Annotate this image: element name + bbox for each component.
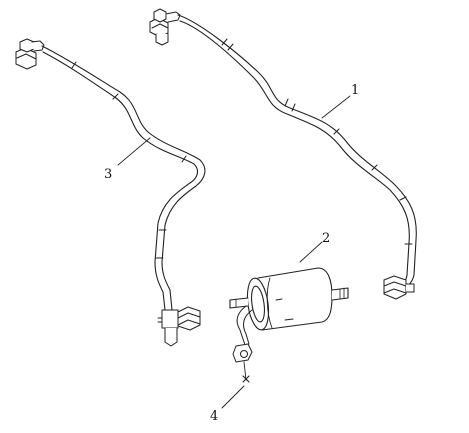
fuel-filter-body: [257, 267, 333, 331]
callout-3-label: 3: [104, 167, 112, 182]
fuel-line-3: [15, 38, 206, 347]
fuel-filter-2: [229, 241, 349, 351]
fuel-line-3-bottom-connector: [157, 306, 201, 347]
callout-4-leader: [221, 385, 245, 409]
callout-1-label: 1: [351, 83, 359, 98]
fuel-filter-bracket: [236, 305, 247, 351]
ground-terminal-4: [221, 343, 253, 409]
fuel-line-1: [149, 8, 417, 300]
callout-1-leader: [321, 95, 351, 119]
fuel-line-1-top-connector: [149, 8, 181, 46]
callout-2-leader: [299, 241, 323, 263]
callout-3-leader: [117, 137, 151, 166]
fuel-line-1-bottom-connector: [383, 275, 415, 300]
fuel-line-3-tube: [41, 45, 206, 311]
fuel-line-1-tube: [177, 14, 417, 289]
callout-4-label: 4: [210, 409, 218, 424]
fuel-line-3-top-connector: [15, 38, 45, 70]
callout-2-label: 2: [322, 231, 330, 246]
bolt-marker: [242, 375, 250, 383]
